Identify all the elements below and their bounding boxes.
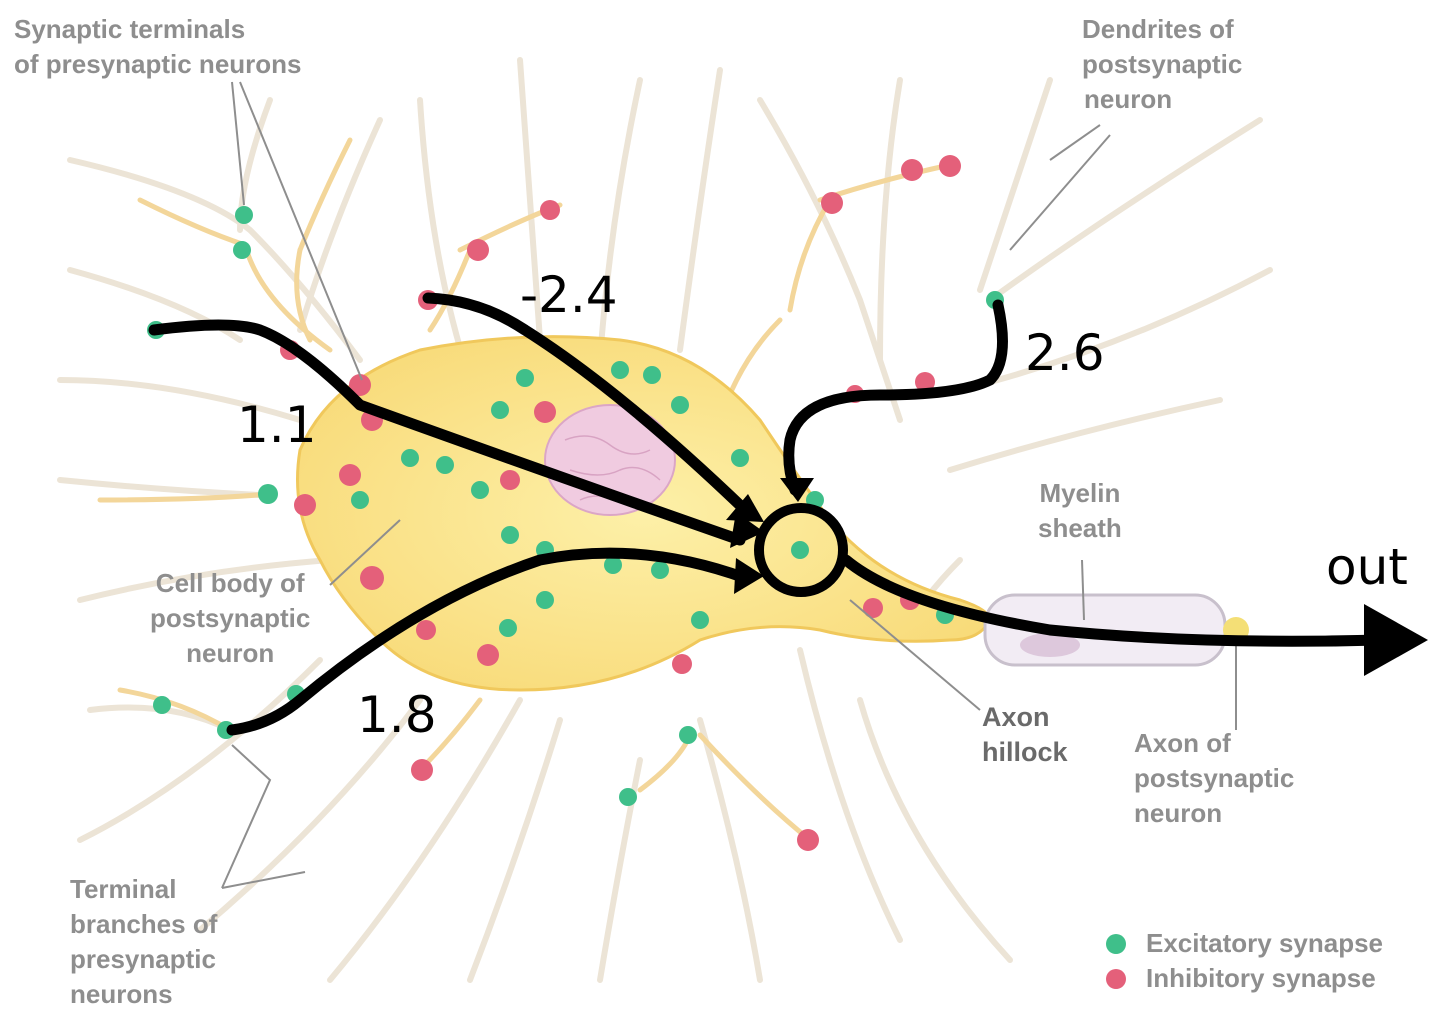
terminal-branches-line-1: Terminal [70,872,217,907]
legend-label-excitatory: Excitatory synapse [1146,928,1383,959]
synaptic-terminals-label: Synaptic terminals of presynaptic neuron… [14,12,302,82]
cell-body-line-1: Cell body of [150,566,310,601]
weight-label-4: 1.8 [357,690,437,740]
legend-item-inhibitory: Inhibitory synapse [1106,961,1383,996]
output-label: out [1326,542,1408,592]
dendrites-line-2: postsynaptic [1082,47,1242,82]
axon-line-3: neuron [1134,796,1294,831]
weight-label-3: 2.6 [1025,328,1105,378]
cell-body-line-3: neuron [150,636,310,671]
axon-line-1: Axon of [1134,726,1294,761]
synaptic-terminals-line-1: Synaptic terminals [14,12,302,47]
axon-label: Axon of postsynaptic neuron [1134,726,1294,831]
cell-body-line-2: postsynaptic [150,601,310,636]
myelin-sheath-label: Myelin sheath [1038,476,1122,546]
inhibitory-dot-icon [1106,969,1126,989]
dendrites-line-3: neuron [1082,82,1242,117]
output-arrowhead [1364,604,1428,676]
dendrites-label: Dendrites of postsynaptic neuron [1082,12,1242,117]
dendrites-line-1: Dendrites of [1082,12,1242,47]
legend-label-inhibitory: Inhibitory synapse [1146,963,1376,994]
terminal-branches-label: Terminal branches of presynaptic neurons [70,872,217,1012]
myelin-line-1: Myelin [1038,476,1122,511]
weight-label-2: -2.4 [520,270,618,320]
legend: Excitatory synapse Inhibitory synapse [1106,926,1383,996]
myelin-line-2: sheath [1038,511,1122,546]
excitatory-dot-icon [1106,934,1126,954]
axon-hillock-line-1: Axon [982,700,1068,735]
terminal-branches-line-2: branches of [70,907,217,942]
legend-item-excitatory: Excitatory synapse [1106,926,1383,961]
terminal-branches-line-4: neurons [70,977,217,1012]
weight-label-1: 1.1 [237,400,317,450]
terminal-branches-line-3: presynaptic [70,942,217,977]
cell-body-label: Cell body of postsynaptic neuron [150,566,310,671]
synaptic-terminals-line-2: of presynaptic neurons [14,47,302,82]
axon-line-2: postsynaptic [1134,761,1294,796]
axon-hillock-line-2: hillock [982,735,1068,770]
axon-hillock-label: Axon hillock [982,700,1068,770]
